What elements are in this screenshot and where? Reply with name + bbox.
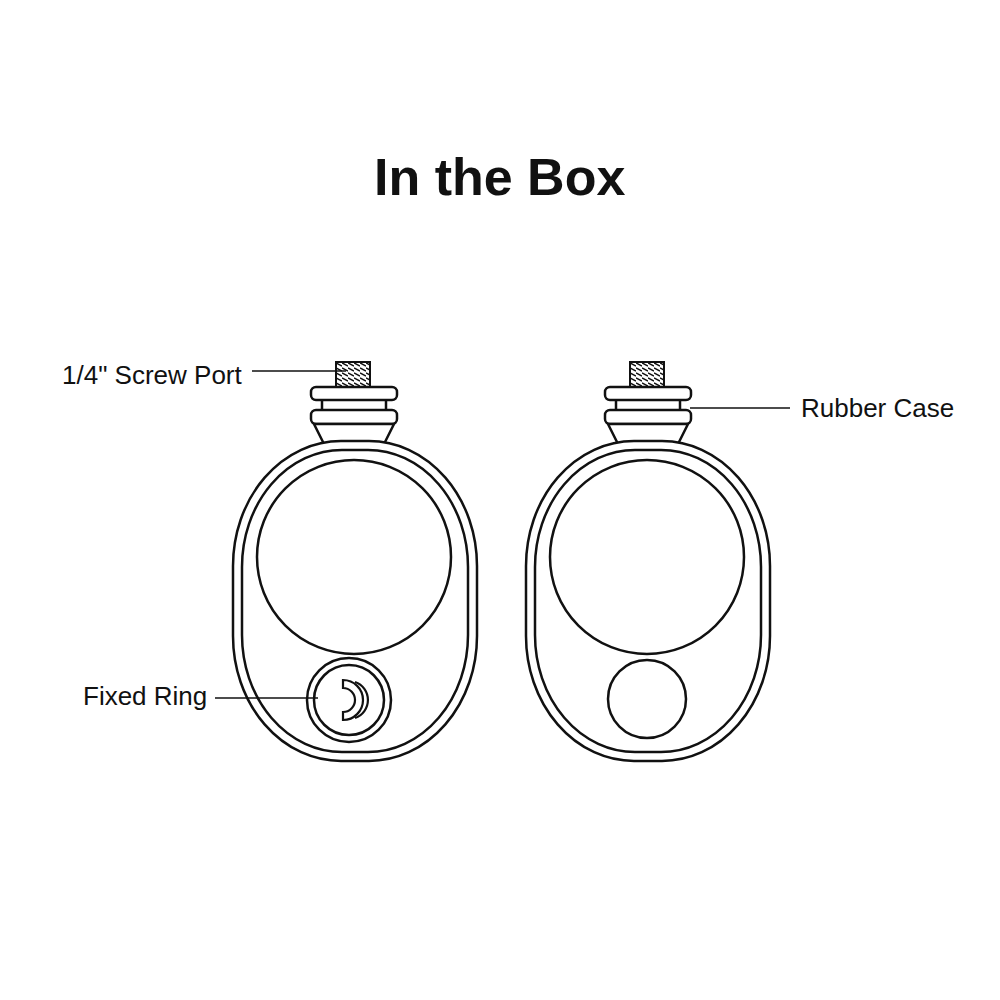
title: In the Box	[374, 147, 625, 207]
rubber-ring	[311, 410, 397, 424]
leader-lines	[215, 371, 790, 698]
lens-circle	[550, 460, 744, 654]
fixed-ring	[307, 658, 391, 742]
screw-thread	[630, 362, 664, 388]
screw-thread	[336, 362, 370, 388]
rubber-ring	[605, 410, 691, 424]
plain-circle	[608, 660, 686, 738]
body-outer	[233, 441, 477, 761]
part-label: 1/4" Screw Port	[62, 360, 242, 391]
rubber-ring	[605, 387, 691, 400]
left-mount	[233, 362, 477, 761]
leader-line	[215, 697, 318, 699]
body-inner	[535, 450, 761, 752]
rubber-ring	[311, 387, 397, 400]
body-outer	[526, 441, 770, 761]
lens-circle	[257, 460, 451, 654]
right-mount	[526, 362, 770, 761]
part-label: Fixed Ring	[83, 681, 207, 712]
leader-line	[252, 370, 346, 372]
body-inner	[242, 450, 468, 752]
leader-line	[690, 407, 790, 409]
part-label: Rubber Case	[801, 393, 954, 424]
